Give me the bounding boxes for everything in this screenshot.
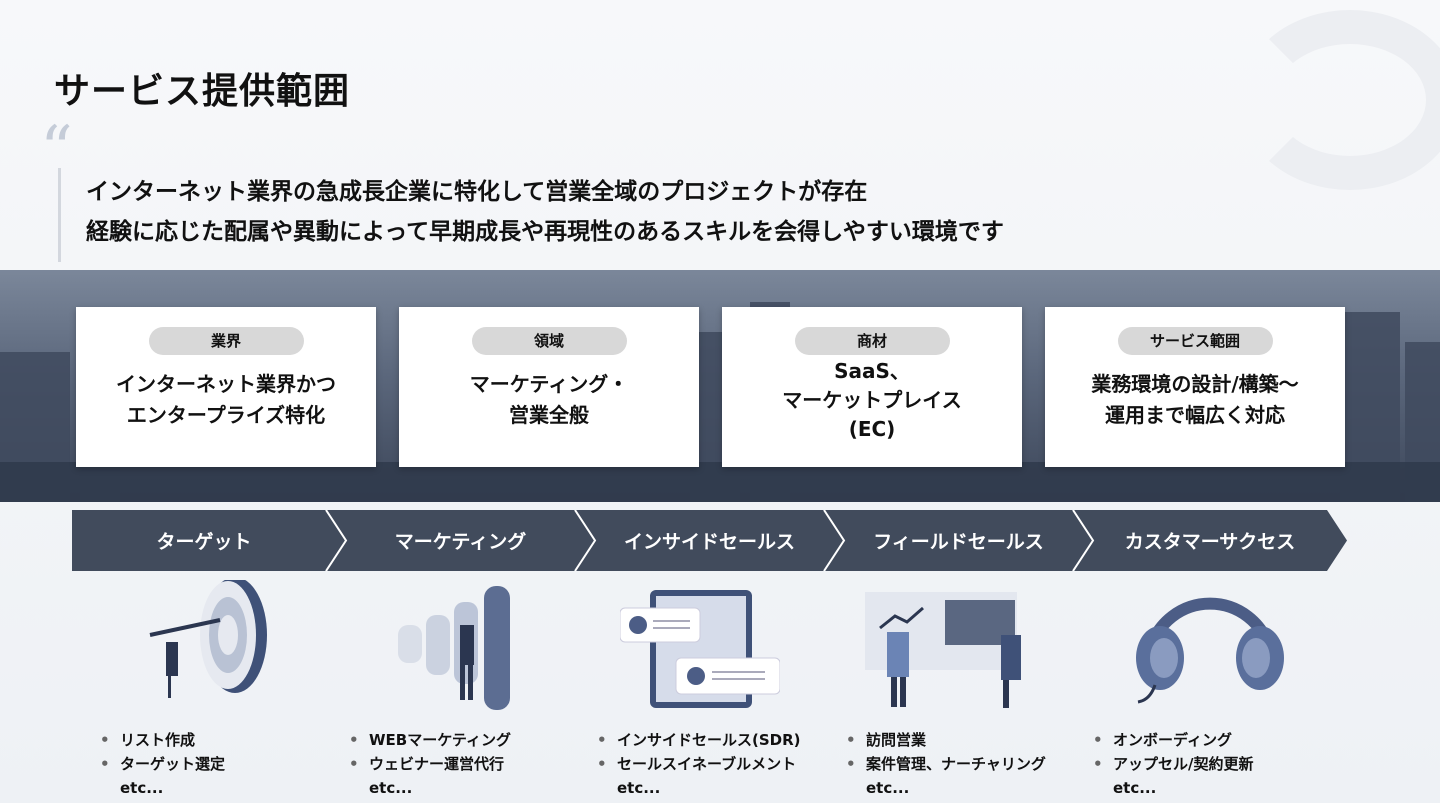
card-industry: 業界 インターネット業界かつエンタープライズ特化 — [76, 307, 376, 467]
step-field-sales: フィールドセールス — [873, 531, 1044, 553]
inside-sales-task-list: インサイドセールス(SDR) セールスイネーブルメント etc... — [597, 728, 801, 800]
list-item: リスト作成 — [100, 728, 225, 752]
field-sales-task-list: 訪問営業 案件管理、ナーチャリング etc... — [846, 728, 1046, 800]
chat-tablet-icon — [620, 590, 780, 708]
step-target: ターゲット — [156, 531, 252, 553]
list-item: ウェビナー運営代行 — [349, 752, 511, 776]
brand-logo-watermark — [1240, 10, 1440, 190]
card-text: 営業全般 — [509, 403, 589, 427]
card-text: SaaS、 — [834, 359, 910, 383]
quote-bar — [58, 168, 61, 262]
lead-text: インターネット業界の急成長企業に特化して営業全域のプロジェクトが存在 経験に応じ… — [86, 172, 1004, 252]
card-text: マーケティング・ — [469, 372, 629, 396]
list-etc: etc... — [120, 779, 164, 797]
list-etc: etc... — [866, 779, 910, 797]
card-product: 商材 SaaS、マーケットプレイス (EC) — [722, 307, 1022, 467]
growth-chart-icon — [398, 586, 510, 710]
card-label: サービス範囲 — [1117, 327, 1273, 355]
card-text: マーケットプレイス — [782, 388, 962, 412]
list-etc: etc... — [617, 779, 661, 797]
target-task-list: リスト作成 ターゲット選定 etc... — [100, 728, 225, 800]
card-label: 商材 — [794, 327, 950, 355]
list-item: インサイドセールス(SDR) — [597, 728, 801, 752]
list-item: オンボーディング — [1093, 728, 1253, 752]
list-item: ターゲット選定 — [100, 752, 225, 776]
list-item: WEBマーケティング — [349, 728, 511, 752]
card-text: (EC) — [848, 417, 896, 441]
card-text: 運用まで幅広く対応 — [1105, 403, 1285, 427]
list-item: 案件管理、ナーチャリング — [846, 752, 1046, 776]
quote-icon: “ — [40, 113, 73, 187]
headset-icon — [1136, 597, 1284, 704]
step-marketing: マーケティング — [394, 531, 527, 553]
page-title: サービス提供範囲 — [54, 71, 351, 112]
step-customer-success: カスタマーサクセス — [1124, 531, 1296, 553]
card-label: 領域 — [471, 327, 627, 355]
card-text: インターネット業界かつ — [116, 372, 336, 396]
list-etc: etc... — [369, 779, 413, 797]
step-inside-sales: インサイドセールス — [623, 531, 795, 553]
target-icon — [149, 580, 267, 698]
list-item: セールスイネーブルメント — [597, 752, 801, 776]
lead-line: インターネット業界の急成長企業に特化して営業全域のプロジェクトが存在 — [86, 179, 868, 205]
flow-arrows — [72, 510, 1347, 571]
card-text: 業務環境の設計/構築〜 — [1091, 372, 1299, 396]
list-item: 訪問営業 — [846, 728, 1046, 752]
customer-success-task-list: オンボーディング アップセル/契約更新 etc... — [1093, 728, 1253, 800]
presentation-icon — [865, 592, 1021, 708]
list-etc: etc... — [1113, 779, 1157, 797]
process-flow: ターゲット マーケティング インサイドセールス フィールドセールス カスタマーサ… — [72, 510, 1347, 571]
marketing-task-list: WEBマーケティング ウェビナー運営代行 etc... — [349, 728, 511, 800]
lead-line: 経験に応じた配属や異動によって早期成長や再現性のあるスキルを会得しやすい環境です — [86, 219, 1004, 245]
card-service-scope: サービス範囲 業務環境の設計/構築〜運用まで幅広く対応 — [1045, 307, 1345, 467]
card-label: 業界 — [148, 327, 304, 355]
card-domain: 領域 マーケティング・営業全般 — [399, 307, 699, 467]
list-item: アップセル/契約更新 — [1093, 752, 1253, 776]
card-text: エンタープライズ特化 — [126, 403, 326, 427]
